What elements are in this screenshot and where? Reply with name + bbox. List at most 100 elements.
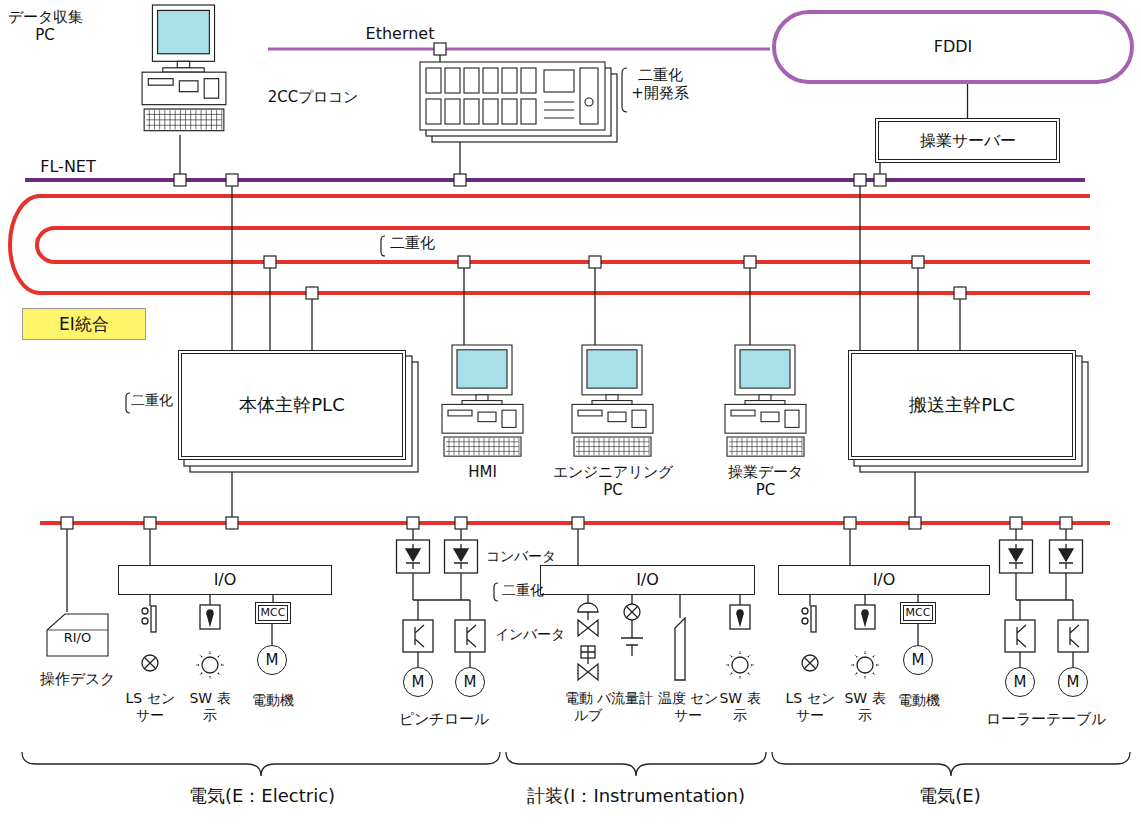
- node-label: 搬送主幹PLC: [909, 394, 1014, 416]
- motor-circle: M: [403, 667, 433, 697]
- redundancy-note: 二重化: [497, 582, 549, 599]
- network-port: [874, 174, 886, 186]
- node-label: I/O: [214, 570, 237, 589]
- ethernet-line: [268, 48, 770, 51]
- flowmeter-symbol: [621, 604, 643, 656]
- ring-line: [10, 196, 1090, 293]
- node-label: MCC: [906, 606, 931, 619]
- node-label: I/O: [873, 570, 896, 589]
- node-label: エンジニアリング PC: [548, 463, 678, 499]
- io-box: I/O: [540, 565, 755, 595]
- key-switch-symbol: [855, 605, 875, 629]
- network-port: [306, 287, 318, 299]
- converter-symbol: [1000, 540, 1033, 573]
- network-port: [407, 517, 419, 529]
- key-switch-symbol: [200, 605, 220, 629]
- sensor-symbol: [142, 655, 158, 671]
- node-label: M: [1014, 673, 1027, 691]
- pc-icon: [140, 5, 228, 135]
- group-label: 電気(E): [890, 785, 1010, 807]
- node-caption: 電動機: [243, 692, 303, 709]
- network-port: [455, 517, 467, 529]
- rack-icon: [420, 62, 605, 130]
- temperature-sensor-symbol: [675, 618, 685, 680]
- group-label: 計装(I：Instrumentation): [506, 785, 766, 807]
- node-label: I/O: [636, 570, 659, 589]
- device-name: SW 表示: [718, 690, 762, 724]
- bracket: [126, 68, 627, 601]
- group-brace: [772, 752, 1130, 776]
- converter-symbol: [445, 540, 478, 573]
- group-brace: [506, 752, 766, 776]
- lamp-symbol: [196, 651, 224, 679]
- network-port: [226, 174, 238, 186]
- controller-rack: 2CCプロコン: [420, 62, 605, 130]
- ring-line: [37, 228, 1090, 262]
- motor-circle: M: [1005, 667, 1035, 697]
- network-port: [434, 43, 446, 55]
- redundancy-note: 二重化 +開発系: [628, 66, 692, 102]
- network-port: [1010, 517, 1022, 529]
- network-port: [264, 256, 276, 268]
- field-symbols: [142, 540, 1088, 679]
- network-port: [844, 517, 856, 529]
- node-caption: 電動機: [889, 692, 949, 709]
- server-box: 操業サーバー: [875, 118, 1060, 163]
- computer: 操業データ PC: [723, 345, 808, 460]
- node-label: 2CCプロコン: [248, 88, 378, 106]
- node-caption: 操作デスク: [27, 670, 128, 688]
- network-port: [912, 256, 924, 268]
- connector-line: [917, 624, 918, 645]
- connector-line: [271, 624, 272, 645]
- device-name: 温度 センサー: [657, 690, 719, 724]
- valve-symbol: [578, 603, 598, 680]
- mcc-box: MCC: [255, 602, 291, 624]
- motor-circle: M: [455, 667, 485, 697]
- plc-box: 搬送主幹PLC: [848, 350, 1076, 460]
- group-brace: [22, 752, 500, 776]
- network-port: [589, 256, 601, 268]
- network-port: [144, 517, 156, 529]
- node-label: M: [912, 651, 925, 669]
- device-name: 電動 バルブ: [563, 690, 613, 724]
- connector-line: [917, 595, 918, 602]
- computer: データ収集 PC: [140, 5, 228, 135]
- limit-switch-symbol: [802, 606, 816, 632]
- computer: HMI: [440, 345, 525, 460]
- group-label: 電気(E：Electric): [132, 785, 392, 807]
- plc-box: 本体主幹PLC: [178, 350, 406, 460]
- lamp-symbol: [851, 651, 879, 679]
- pc-icon: [570, 345, 655, 460]
- device-name: SW 表示: [843, 690, 887, 724]
- network-port: [909, 517, 921, 529]
- inverter-symbol: [403, 620, 433, 652]
- node-label: EI統合: [59, 314, 109, 334]
- key-switch-symbol: [730, 605, 750, 629]
- node-label: 本体主幹PLC: [239, 394, 344, 416]
- node-label: M: [1067, 673, 1080, 691]
- motor-circle: M: [1058, 667, 1088, 697]
- remote-io: RI/O操作デスク: [45, 612, 110, 658]
- converter-symbol: [397, 540, 430, 573]
- pc-icon: [440, 345, 525, 460]
- network-port: [174, 174, 186, 186]
- part-name: インバータ: [492, 626, 568, 643]
- redundancy-note: 二重化: [129, 392, 175, 409]
- connector-line: [967, 84, 968, 118]
- sensor-symbol: [802, 655, 818, 671]
- node-label: 操業データ PC: [723, 463, 808, 499]
- computer: エンジニアリング PC: [570, 345, 655, 460]
- network-name: FL-NET: [28, 157, 108, 176]
- redundancy-note: 二重化: [384, 234, 440, 252]
- node-label: MCC: [261, 606, 286, 619]
- device-name: 流量計: [608, 690, 656, 707]
- node-label: RI/O: [45, 630, 110, 646]
- part-name: コンバータ: [483, 548, 559, 565]
- lamp-symbol: [726, 651, 754, 679]
- inverter-symbol: [1058, 620, 1088, 652]
- network-port: [572, 517, 584, 529]
- network-name: Ethernet: [360, 24, 440, 43]
- io-box: I/O: [118, 565, 332, 595]
- node-label: データ収集 PC: [3, 8, 87, 44]
